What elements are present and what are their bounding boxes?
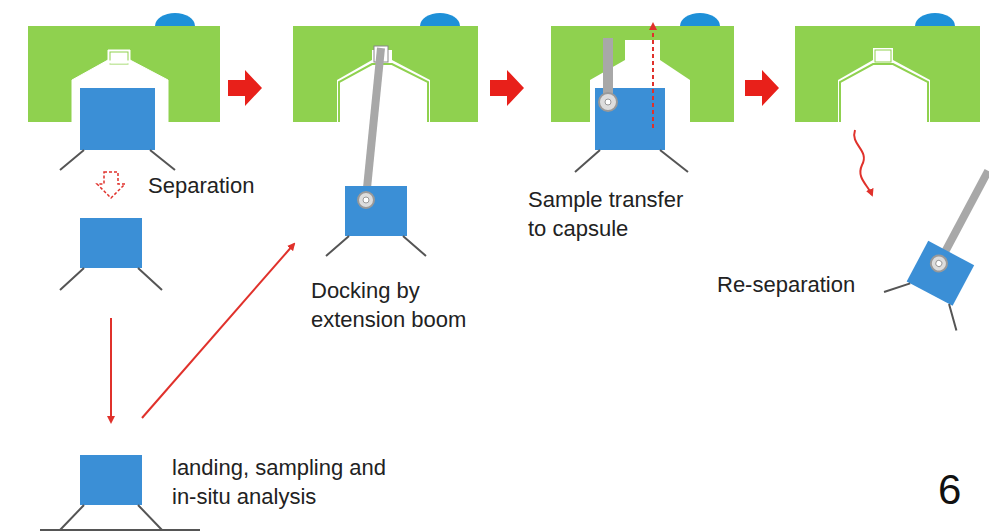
step-label: Re-separation <box>717 270 855 299</box>
spacecraft-1 <box>28 13 220 170</box>
step-arrows <box>228 70 779 106</box>
separation-arrow <box>97 172 125 198</box>
spacecraft-3 <box>551 13 734 172</box>
step-label: Sample transfer to capsule <box>528 185 703 243</box>
step-label: Separation <box>148 171 254 200</box>
page-number: 6 <box>938 466 961 514</box>
step-label: landing, sampling and in-situ analysis <box>172 453 392 511</box>
spacecraft-2 <box>293 13 478 256</box>
step-label: Docking by extension boom <box>311 276 501 334</box>
